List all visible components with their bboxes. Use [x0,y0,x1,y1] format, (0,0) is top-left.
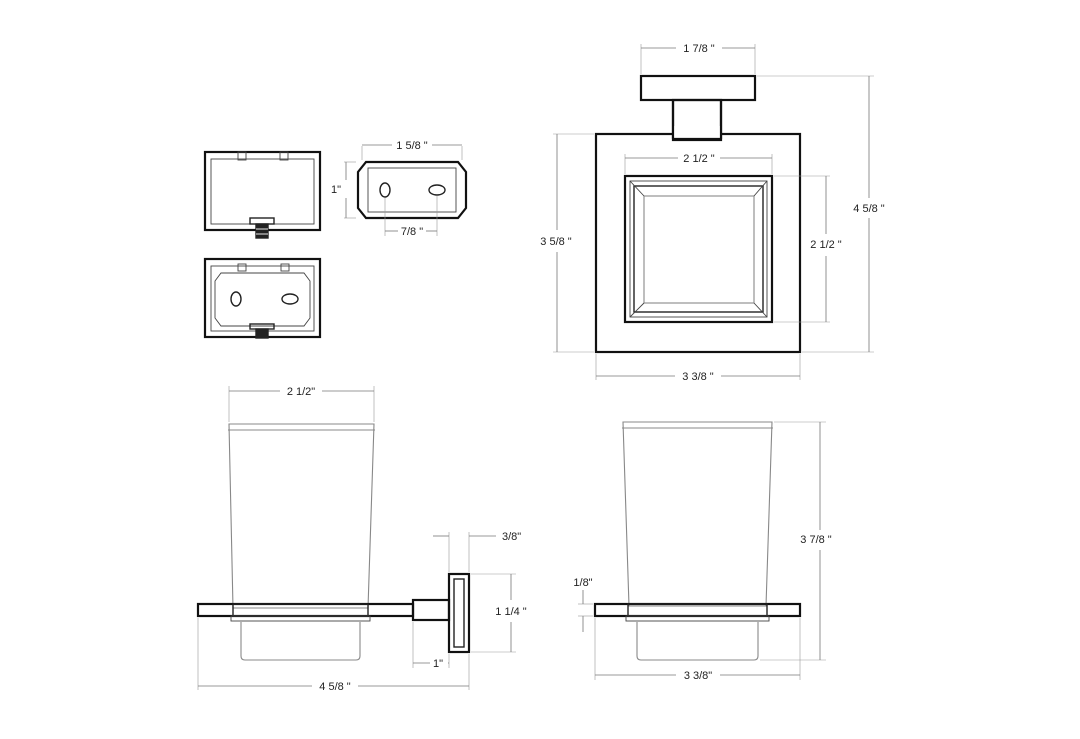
dim-flange-height: 1 1/4 " [471,573,527,653]
dim-text-mount-height: 1" [331,184,341,196]
dim-top-plate-width: 1 7/8 " [640,43,756,74]
dim-text-bottom-width: 3 3/8" [684,670,712,682]
dim-front-height: 3 5/8 " [540,133,594,353]
dim-text-cup-inner-height: 2 1/2 " [810,239,842,251]
mount-plate-back-view [203,150,322,239]
dim-text-overall-height: 4 5/8 " [853,203,885,215]
dim-cup-inner-height: 2 1/2 " [774,175,842,323]
dim-text-front-height: 3 5/8 " [540,236,572,248]
mount-plate-detail [356,160,468,220]
dim-front-width: 3 3/8 " [595,354,801,383]
dim-flange-thickness: 3/8" [433,531,521,572]
holder-front-view [594,74,802,354]
dim-text-cup-inner-width: 2 1/2 " [683,153,715,165]
dim-side-cup-width: 2 1/2" [228,386,375,422]
dim-text-shelf-thickness: 1/8" [573,577,592,589]
dim-text-overall-depth: 4 5/8 " [319,681,351,693]
dim-bottom-width: 3 3/8" [594,618,801,682]
dim-text-flange-height: 1 1/4 " [495,606,527,618]
holder-front-lower-view [593,421,802,661]
dim-overall-height: 4 5/8 " [757,75,885,353]
holder-side-view [196,423,471,661]
mount-plate-front-view [203,257,322,339]
dim-shelf-thickness: 1/8" [573,577,593,632]
dim-text-mount-width: 1 5/8 " [396,140,428,152]
dim-hole-spacing: 7/8 " [384,196,438,238]
dim-text-cup-height: 3 7/8 " [800,534,832,546]
dim-overall-depth: 4 5/8 " [197,618,470,693]
dim-mount-height: 1" [331,161,356,219]
dim-post-length: 1" [412,622,450,670]
dim-mount-width: 1 5/8 " [361,140,463,160]
dim-text-post-length: 1" [433,658,443,670]
dim-text-top-plate-width: 1 7/8 " [683,43,715,55]
dim-text-front-width: 3 3/8 " [682,371,714,383]
dim-text-flange-thickness: 3/8" [502,531,521,543]
dim-text-side-cup-width: 2 1/2" [287,386,315,398]
dim-cup-inner-width: 2 1/2 " [624,153,773,174]
dim-cup-height: 3 7/8 " [760,421,832,661]
dim-text-hole-spacing: 7/8 " [401,226,423,238]
